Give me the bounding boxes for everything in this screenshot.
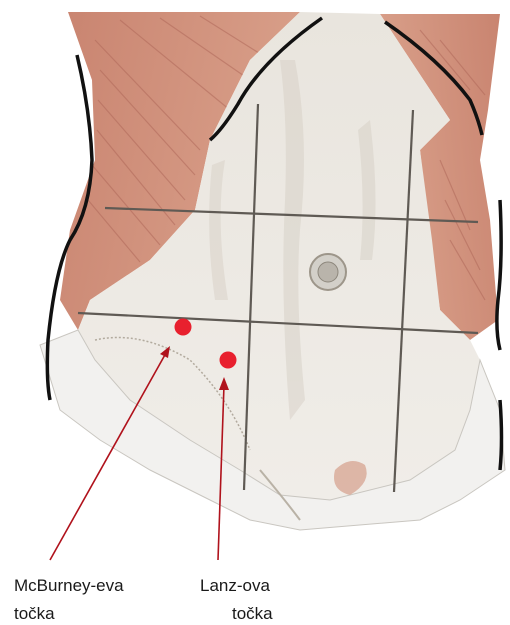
lanz-point-marker	[220, 352, 237, 369]
mcburney-label-line2: točka	[14, 604, 55, 624]
umbilicus	[310, 254, 346, 290]
lanz-label-line1: Lanz-ova	[200, 576, 270, 596]
lanz-label-line2: točka	[232, 604, 273, 624]
mcburney-point-marker	[175, 319, 192, 336]
mcburney-label-line1: McBurney-eva	[14, 576, 124, 596]
